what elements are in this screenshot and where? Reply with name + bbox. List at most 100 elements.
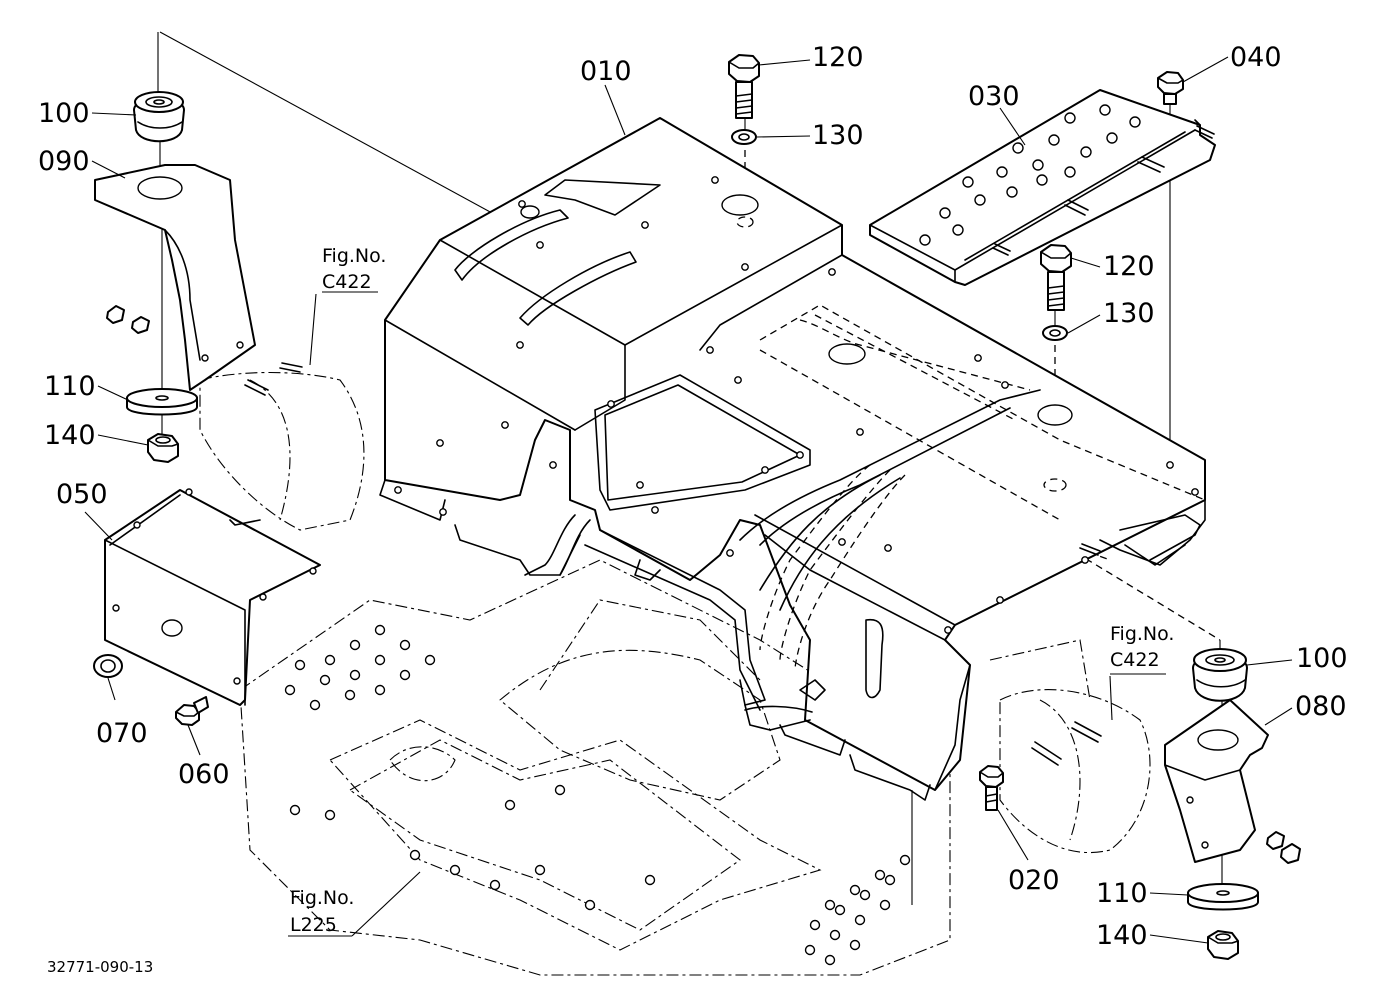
- hole: [399, 639, 411, 651]
- hole: [1012, 142, 1024, 154]
- part-070-grommet: [93, 654, 123, 678]
- fig-ref-bottom-line1: Fig.No.: [290, 887, 354, 909]
- part-120-bolt-top: [728, 54, 760, 119]
- hole: [641, 221, 649, 229]
- phantom-step-floor: [199, 371, 1151, 976]
- fig-ref-bottom-line2: L225: [290, 914, 337, 936]
- hole: [974, 354, 982, 362]
- hole: [1036, 174, 1048, 186]
- hole: [804, 944, 816, 956]
- hole: [324, 809, 336, 821]
- hole: [501, 421, 509, 429]
- part-100-mount-right: [1192, 648, 1248, 702]
- hole: [809, 919, 821, 931]
- fig-ref-right-line2: C422: [1110, 649, 1160, 671]
- hole: [489, 879, 501, 891]
- hole: [1064, 112, 1076, 124]
- part-130-washer-mid: [1042, 325, 1068, 341]
- hole: [651, 506, 659, 514]
- hole: [504, 799, 516, 811]
- hole: [374, 684, 386, 696]
- hole: [409, 849, 421, 861]
- hole: [349, 639, 361, 651]
- hole: [859, 889, 871, 901]
- part-100-mount-left: [133, 91, 185, 143]
- hole: [436, 439, 444, 447]
- hole: [741, 263, 749, 271]
- hole: [1099, 104, 1111, 116]
- hole: [899, 854, 911, 866]
- fig-ref-right-line1: Fig.No.: [1110, 623, 1174, 645]
- hole: [706, 346, 714, 354]
- part-040-bolt: [1157, 71, 1184, 105]
- hole: [879, 899, 891, 911]
- cover-holes: [394, 176, 1199, 634]
- part-010-main-cover: [379, 117, 1206, 801]
- hole: [856, 428, 864, 436]
- label-130-mid: 130: [1103, 298, 1155, 329]
- part-080-bracket-right: [1164, 699, 1269, 863]
- hole: [399, 669, 411, 681]
- hole: [854, 914, 866, 926]
- fig-ref-left-line2: C422: [322, 271, 372, 293]
- hole: [734, 376, 742, 384]
- stud-bolts: [244, 125, 1215, 766]
- hole: [1129, 116, 1141, 128]
- part-140-nut-right: [1207, 930, 1239, 960]
- part-140-nut-left: [147, 433, 179, 463]
- hole: [1048, 134, 1060, 146]
- hole: [374, 624, 386, 636]
- hole: [1064, 166, 1076, 178]
- hole: [796, 451, 804, 459]
- callout-leaders: [84, 56, 1293, 944]
- hole: [324, 654, 336, 666]
- hole: [726, 549, 734, 557]
- hole: [374, 654, 386, 666]
- hole: [884, 874, 896, 886]
- hole: [838, 538, 846, 546]
- drawing-code: 32771-090-13: [47, 958, 153, 976]
- hole: [711, 176, 719, 184]
- part-130-washer-top: [731, 129, 757, 145]
- hole: [1080, 146, 1092, 158]
- hole: [828, 268, 836, 276]
- hole: [919, 234, 931, 246]
- hole: [1166, 461, 1174, 469]
- hole: [516, 341, 524, 349]
- hole: [939, 207, 951, 219]
- hole: [309, 699, 321, 711]
- hole: [824, 899, 836, 911]
- hole: [439, 508, 447, 516]
- label-040: 040: [1230, 42, 1282, 73]
- fig-ref-left-line1: Fig.No.: [322, 245, 386, 267]
- hole: [824, 954, 836, 966]
- label-120-mid: 120: [1103, 251, 1155, 282]
- label-030: 030: [968, 81, 1020, 112]
- part-110-washer-right: [1187, 883, 1259, 911]
- hole: [424, 654, 436, 666]
- part-120-bolt-mid: [1040, 244, 1072, 311]
- hole: [834, 904, 846, 916]
- hole: [849, 939, 861, 951]
- hole: [644, 874, 656, 886]
- hole: [1106, 132, 1118, 144]
- hole: [534, 864, 546, 876]
- hole: [636, 481, 644, 489]
- label-070: 070: [96, 718, 148, 749]
- part-050-side-panel: [104, 488, 321, 706]
- label-090: 090: [38, 146, 90, 177]
- part-060-bolt: [175, 696, 209, 726]
- hole: [761, 466, 769, 474]
- hole: [996, 596, 1004, 604]
- hole: [349, 669, 361, 681]
- hole: [536, 241, 544, 249]
- hole: [1001, 381, 1009, 389]
- floor-holes: [284, 624, 911, 966]
- hole: [1032, 159, 1044, 171]
- hole: [996, 166, 1008, 178]
- hole: [394, 486, 402, 494]
- label-020: 020: [1008, 865, 1060, 896]
- hole: [607, 400, 615, 408]
- hole: [962, 176, 974, 188]
